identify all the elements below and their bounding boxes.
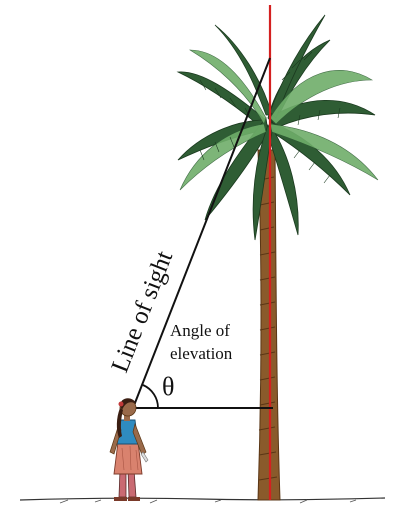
line-of-sight-label: Line of sight bbox=[106, 247, 178, 376]
angle-of-elevation-label-line2: elevation bbox=[170, 344, 233, 363]
ground bbox=[20, 498, 385, 503]
angle-of-elevation-label-line1: Angle of bbox=[170, 321, 230, 340]
palm-tree-icon bbox=[178, 15, 378, 500]
theta-label: θ bbox=[162, 372, 174, 401]
girl-observer-icon bbox=[110, 398, 148, 501]
angle-arc bbox=[143, 385, 158, 408]
